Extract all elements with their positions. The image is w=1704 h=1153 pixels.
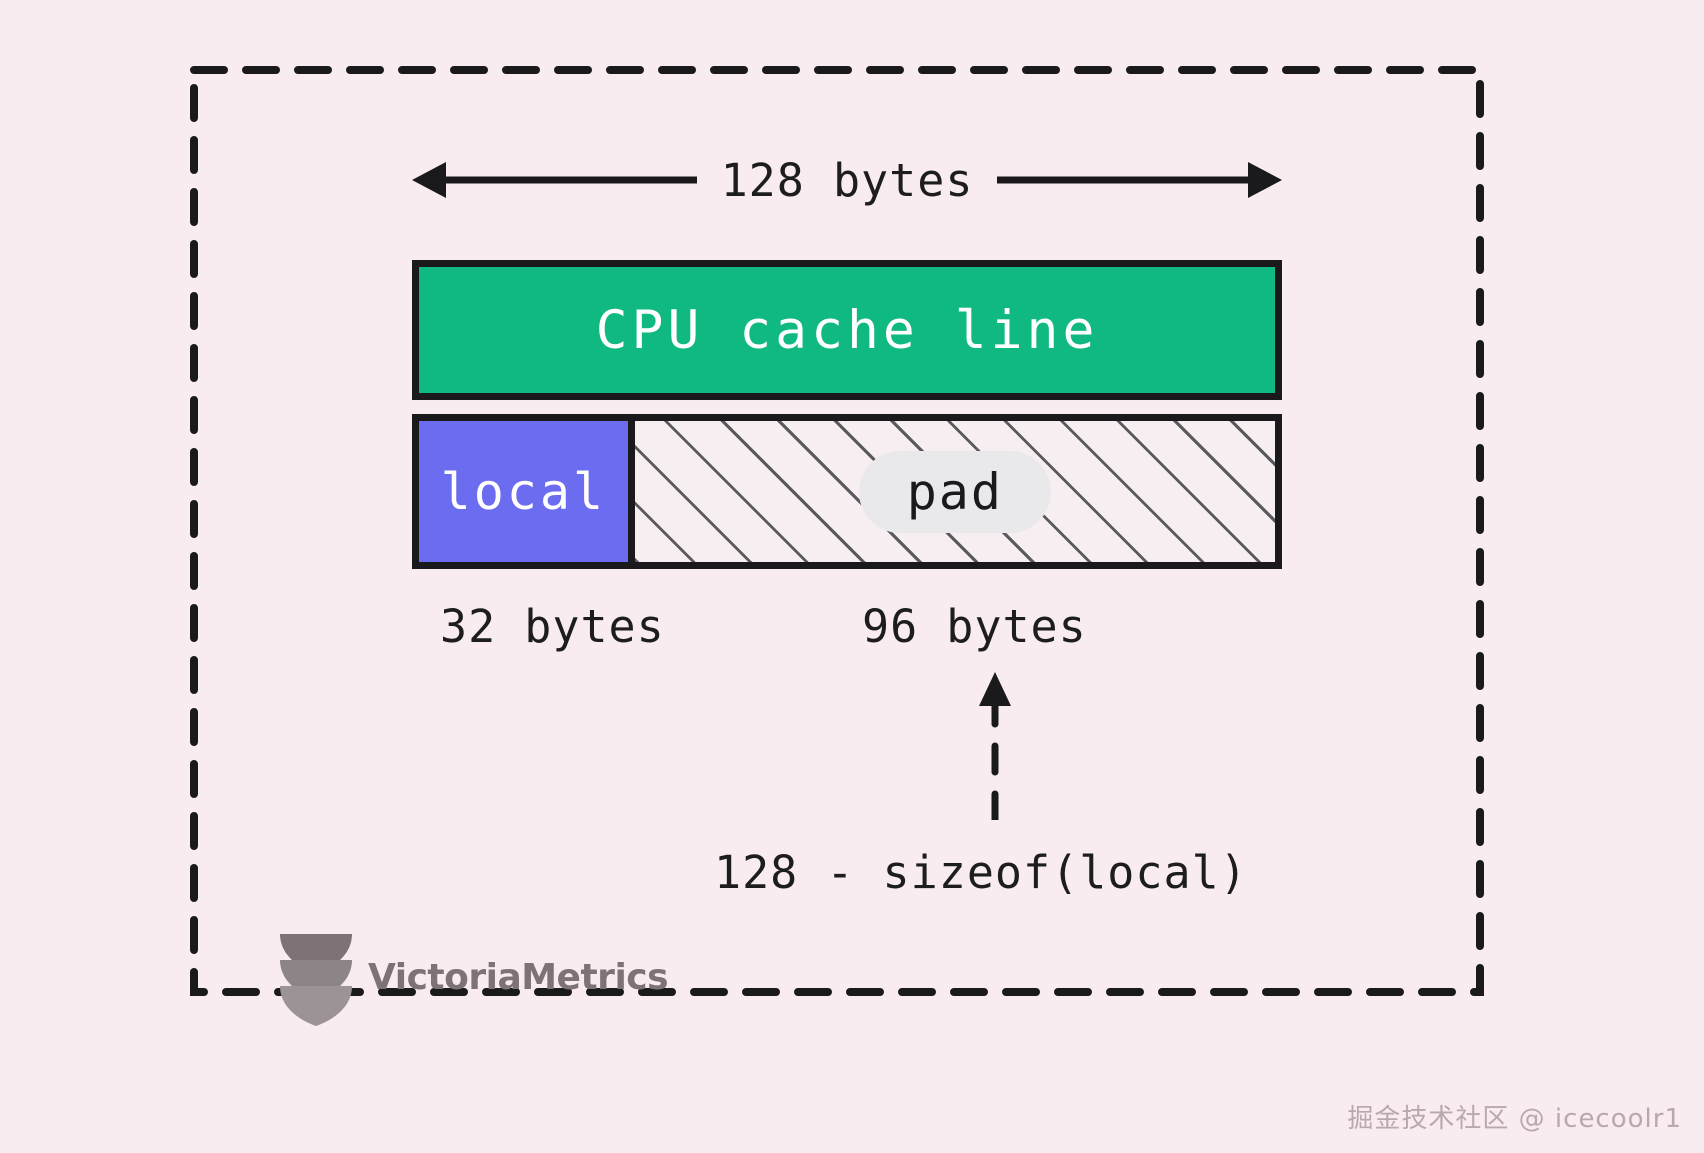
local-size-caption: 32 bytes [440, 600, 665, 653]
dimension-label: 128 bytes [412, 150, 1282, 210]
padding-formula: 128 - sizeof(local) [714, 846, 1248, 899]
local-segment: local [419, 421, 635, 562]
victoriametrics-logo: VictoriaMetrics [278, 930, 669, 1026]
cpu-cache-line-label: CPU cache line [595, 299, 1099, 361]
struct-layout-bar: local pad [412, 414, 1282, 569]
stacked-chevron-shield-icon [280, 934, 352, 1026]
cpu-cache-line-bar: CPU cache line [412, 260, 1282, 400]
dimension-label-text: 128 bytes [696, 157, 998, 203]
callout-up-arrow [975, 672, 1015, 820]
watermark: 掘金技术社区 @ icecoolr1 [1347, 1104, 1682, 1134]
brand-name: VictoriaMetrics [368, 957, 669, 998]
pad-size-caption: 96 bytes [862, 600, 1087, 653]
pad-segment: pad [634, 421, 1275, 562]
local-label: local [440, 462, 607, 521]
pad-label: pad [858, 450, 1051, 533]
